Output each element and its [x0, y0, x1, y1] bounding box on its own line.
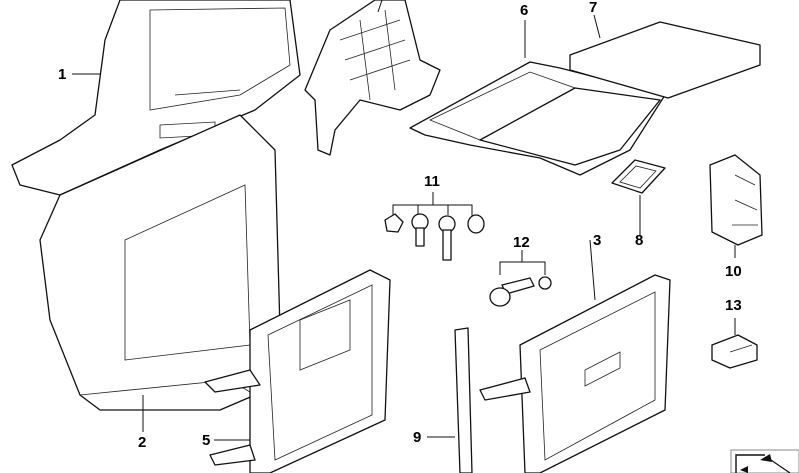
part-3-frame: [479, 274, 671, 473]
label-7: 7: [589, 0, 598, 16]
part-6-tray: [409, 61, 666, 176]
label-11: 11: [424, 173, 440, 190]
part-10-switch: [709, 154, 763, 246]
label-9: 9: [413, 429, 422, 446]
part-13-switch: [711, 334, 758, 369]
part-1-upper-shell: [11, 0, 301, 196]
part-7-pad: [569, 21, 761, 99]
label-6: 6: [520, 2, 529, 19]
label-8: 8: [635, 232, 644, 249]
part-2-lower-panel: [39, 114, 281, 411]
label-5: 5: [202, 432, 211, 449]
part-bracket-upper: [304, 0, 441, 156]
label-3: 3: [593, 232, 602, 249]
label-13: 13: [725, 297, 742, 314]
label-1: 1: [58, 66, 67, 83]
part-8-gasket: [611, 159, 666, 194]
part-5-frame: [204, 269, 391, 473]
part-12-hardware: [489, 250, 552, 307]
part-11-hardware: [384, 192, 485, 261]
orientation-symbol: [730, 449, 799, 473]
label-2: 2: [138, 434, 147, 451]
part-9-strip: [454, 327, 473, 473]
label-10: 10: [725, 263, 742, 280]
label-12: 12: [513, 234, 530, 251]
leader-lines: [72, 0, 736, 441]
